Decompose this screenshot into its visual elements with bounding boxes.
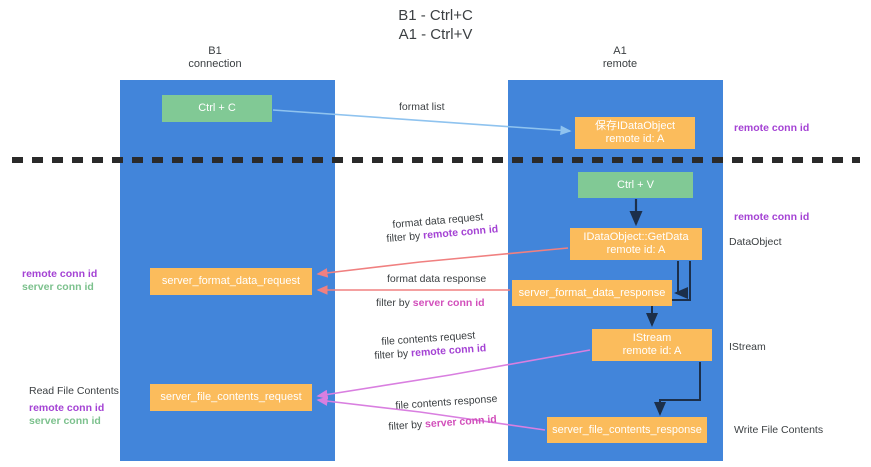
label-filter-by-server-conn-id-1: filter by server conn id <box>376 297 485 310</box>
server-conn-id-text: server conn id <box>424 413 498 431</box>
filter-by-text: filter by <box>388 418 426 433</box>
annotation-remote-conn-id-mid: remote conn id <box>734 211 810 223</box>
annotation-write-file-contents: Write File Contents <box>734 424 824 436</box>
annotation-left-conn-ids-2: Read File Contents remote conn id server… <box>29 385 119 428</box>
label-format-data-response: format data response <box>387 273 487 285</box>
box-ctrl-c[interactable]: Ctrl + C <box>162 95 272 122</box>
server-conn-id-text: server conn id <box>412 297 485 309</box>
label-file-contents-response: file contents response <box>395 392 498 412</box>
box-idataobject-remote[interactable]: 保存IDataObject remote id: A <box>575 117 695 149</box>
filter-by-text: filter by <box>386 229 424 245</box>
box-server-format-data-response[interactable]: server_format_data_response <box>512 280 672 306</box>
left-remote-conn-id: remote conn id <box>22 268 98 280</box>
label-filter-by-server-conn-id-2: filter by server conn id <box>388 413 497 434</box>
page-title: B1 - Ctrl+C A1 - Ctrl+V <box>398 7 473 43</box>
filter-by-text: filter by <box>374 347 412 362</box>
filter-by-text: filter by <box>376 297 413 309</box>
column-header-b1: B1 connection <box>188 45 242 70</box>
label-format-list: format list <box>399 101 445 113</box>
box-idataobject-getdata[interactable]: IDataObject::GetData remote id: A <box>570 228 702 260</box>
left2-remote-conn-id: remote conn id <box>29 402 105 414</box>
box-server-file-contents-response[interactable]: server_file_contents_response <box>547 417 707 443</box>
box-ctrl-v[interactable]: Ctrl + V <box>578 172 693 198</box>
read-file-contents-label: Read File Contents <box>29 385 119 397</box>
left-server-conn-id: server conn id <box>22 281 94 293</box>
annotation-istream: IStream <box>729 341 766 353</box>
box-istream-remote[interactable]: IStream remote id: A <box>592 329 712 361</box>
annotation-left-conn-ids-1: remote conn id server conn id <box>22 268 97 294</box>
column-header-a1: A1 remote <box>602 45 638 70</box>
annotation-remote-conn-id-top: remote conn id <box>734 122 810 134</box>
box-server-format-data-request[interactable]: server_format_data_request <box>150 268 312 295</box>
annotation-dataobject: DataObject <box>729 236 782 248</box>
left2-server-conn-id: server conn id <box>29 415 101 427</box>
box-server-file-contents-request[interactable]: server_file_contents_request <box>150 384 312 411</box>
